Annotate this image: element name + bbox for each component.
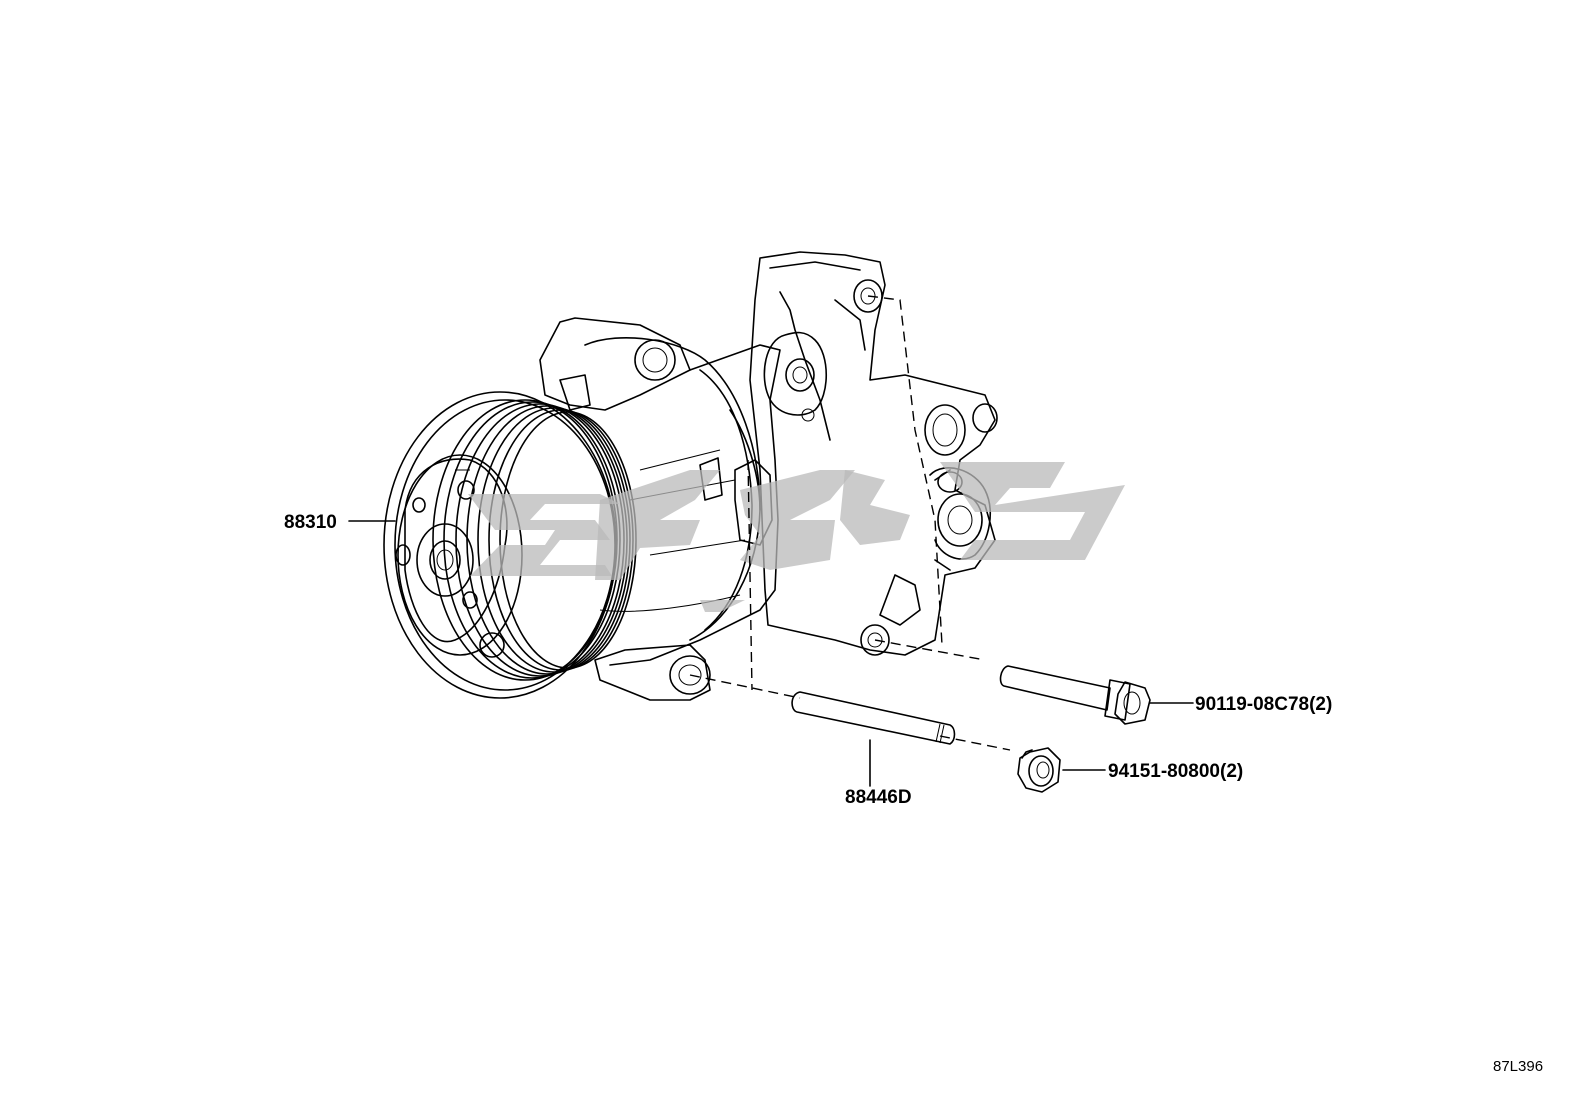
watermark-graphic	[468, 462, 1125, 612]
diagram-reference-code: 87L396	[1493, 1058, 1543, 1075]
callout-bolt-part-number: 90119-08C78(2)	[1195, 694, 1332, 715]
leader-lines	[348, 520, 1194, 787]
nut-illustration	[1017, 747, 1061, 793]
callout-stud-part-number: 88446D	[845, 787, 912, 808]
stud-illustration	[791, 691, 956, 745]
alignment-lines	[689, 295, 1011, 751]
callout-nut-part-number: 94151-80800(2)	[1108, 761, 1243, 782]
callout-compressor-part-number: 88310	[284, 512, 337, 533]
bolt-illustration	[999, 665, 1151, 725]
